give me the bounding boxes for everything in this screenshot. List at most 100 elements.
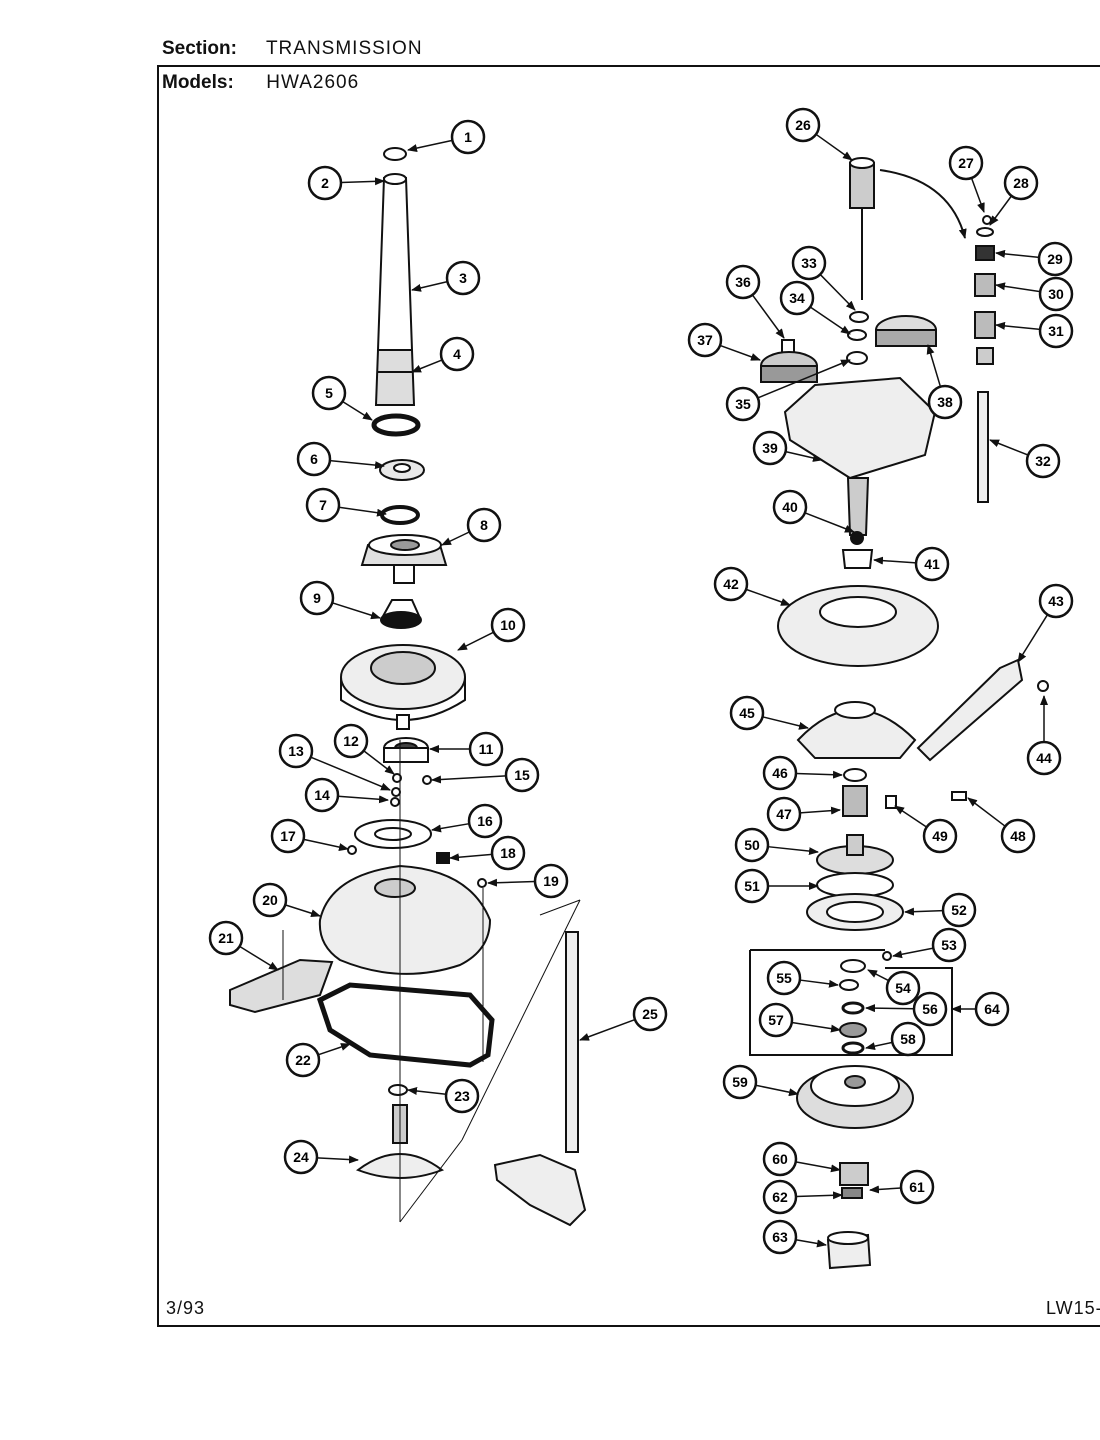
leader-line-62 xyxy=(795,1191,843,1200)
callout-37: 37 xyxy=(687,322,723,358)
callout-56: 56 xyxy=(912,991,948,1027)
leader-line-40 xyxy=(804,512,855,533)
callout-circle xyxy=(333,723,369,759)
callout-circle xyxy=(450,119,486,155)
callout-circle xyxy=(912,991,948,1027)
callout-number: 11 xyxy=(479,741,494,757)
leader-line-48 xyxy=(967,797,1006,827)
section-label: Section: xyxy=(162,38,237,59)
callout-circle xyxy=(490,835,526,871)
footer-page-code: LW15- xyxy=(1046,1298,1100,1318)
callout-number: 12 xyxy=(343,733,359,749)
callout-number: 28 xyxy=(1013,175,1029,191)
leader-line-35 xyxy=(757,359,851,399)
callout-31: 31 xyxy=(1038,313,1074,349)
callout-number: 58 xyxy=(900,1031,916,1047)
callout-7: 7 xyxy=(305,487,341,523)
leader-line-57 xyxy=(791,1021,841,1033)
callout-number: 54 xyxy=(895,980,911,996)
callout-29: 29 xyxy=(1037,241,1073,277)
callout-number: 34 xyxy=(789,290,805,306)
callout-35: 35 xyxy=(725,386,761,422)
callout-59: 59 xyxy=(722,1064,758,1100)
callout-33: 33 xyxy=(791,245,827,281)
callout-circle xyxy=(1038,583,1074,619)
leader-line-32 xyxy=(989,439,1029,456)
leader-line-39 xyxy=(785,450,823,462)
callout-number: 51 xyxy=(744,878,760,894)
leader-line-6 xyxy=(329,459,385,470)
callout-number: 33 xyxy=(801,255,817,271)
callout-12: 12 xyxy=(333,723,369,759)
leader-line-13 xyxy=(310,756,391,791)
leader-line-59 xyxy=(755,1084,799,1097)
callout-number: 55 xyxy=(776,970,792,986)
callout-number: 60 xyxy=(772,1151,788,1167)
callout-number: 13 xyxy=(288,743,304,759)
callout-circle xyxy=(467,803,503,839)
callout-number: 4 xyxy=(453,346,461,362)
diagram-frame xyxy=(157,65,1100,1327)
callout-47: 47 xyxy=(766,796,802,832)
leader-line-58 xyxy=(865,1041,893,1051)
leader-line-19 xyxy=(487,878,536,887)
leader-line-56 xyxy=(865,1004,915,1013)
callout-number: 6 xyxy=(310,451,318,467)
callout-circle xyxy=(1038,313,1074,349)
callout-38: 38 xyxy=(927,384,963,420)
callout-number: 10 xyxy=(500,617,516,633)
callout-circle xyxy=(1003,165,1039,201)
leader-line-18 xyxy=(449,853,493,862)
callout-40: 40 xyxy=(772,489,808,525)
callout-9: 9 xyxy=(299,580,335,616)
leader-line-16 xyxy=(431,822,470,833)
leader-line-10 xyxy=(457,631,495,651)
leader-line-26 xyxy=(815,133,853,161)
leader-line-12 xyxy=(363,750,395,775)
leader-line-30 xyxy=(995,282,1041,293)
callout-number: 63 xyxy=(772,1229,788,1245)
callout-13: 13 xyxy=(278,733,314,769)
callout-50: 50 xyxy=(734,827,770,863)
footer-date: 3/93 xyxy=(166,1298,206,1318)
leader-line-29 xyxy=(995,249,1040,259)
callout-number: 57 xyxy=(768,1012,784,1028)
callout-number: 36 xyxy=(735,274,751,290)
callout-57: 57 xyxy=(758,1002,794,1038)
callout-39: 39 xyxy=(752,430,788,466)
callout-circle xyxy=(285,1042,321,1078)
callout-number: 2 xyxy=(321,175,329,191)
leader-line-24 xyxy=(316,1155,359,1164)
callout-circle xyxy=(927,384,963,420)
callout-number: 39 xyxy=(762,440,778,456)
leader-line-34 xyxy=(809,306,851,335)
callout-number: 30 xyxy=(1048,286,1064,302)
callout-60: 60 xyxy=(762,1141,798,1177)
leader-line-8 xyxy=(441,531,470,546)
models-label: Models: xyxy=(162,72,234,93)
callout-number: 48 xyxy=(1010,828,1026,844)
callout-5: 5 xyxy=(311,375,347,411)
leader-line-46 xyxy=(795,770,843,779)
callout-58: 58 xyxy=(890,1021,926,1057)
callout-circle xyxy=(779,280,815,316)
callout-55: 55 xyxy=(766,960,802,996)
callout-circle xyxy=(468,731,504,767)
callout-number: 62 xyxy=(772,1189,788,1205)
callout-leader-lines xyxy=(239,133,1049,1248)
callout-circle xyxy=(1025,443,1061,479)
leader-line-55 xyxy=(799,979,839,988)
callout-number: 8 xyxy=(480,517,488,533)
callout-circle xyxy=(307,165,343,201)
callout-circle xyxy=(762,1141,798,1177)
callout-number: 38 xyxy=(937,394,953,410)
callout-number: 64 xyxy=(984,1001,1000,1017)
callout-17: 17 xyxy=(270,818,306,854)
leader-line-42 xyxy=(745,588,791,606)
leader-line-36 xyxy=(751,294,785,339)
callout-circle xyxy=(752,430,788,466)
callout-number: 26 xyxy=(795,117,811,133)
leader-line-25 xyxy=(579,1018,636,1041)
callout-circle xyxy=(785,107,821,143)
